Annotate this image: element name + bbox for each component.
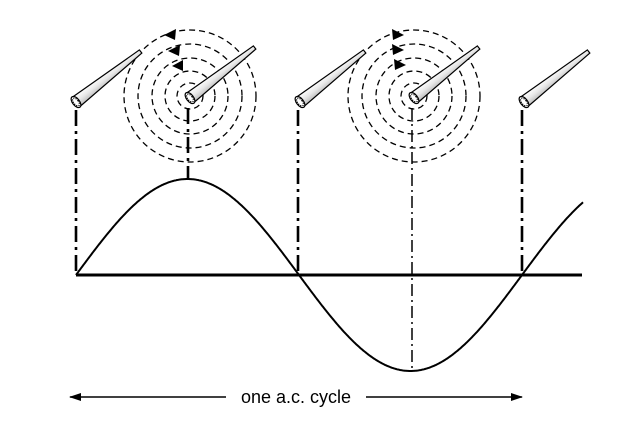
counterclockwise-arrow-icon: [168, 45, 180, 56]
field-direction-arrows-right: [392, 29, 406, 70]
sine-waveform: [75, 178, 584, 372]
field-ring: [176, 82, 204, 110]
wire-strands: [295, 97, 305, 107]
wire-strands: [185, 93, 195, 103]
conductor-phase-360: [518, 49, 591, 109]
field-ring: [164, 70, 216, 122]
conductor-phase-270: [408, 45, 481, 105]
clockwise-arrow-icon: [392, 44, 404, 55]
wire-insulation: [185, 45, 257, 104]
wire-insulation: [519, 49, 591, 108]
field-ring: [375, 57, 453, 135]
field-ring: [151, 57, 229, 135]
field-ring: [361, 43, 467, 149]
field-ring: [400, 82, 428, 110]
counterclockwise-arrow-icon: [172, 60, 183, 71]
magnetic-field-left: [123, 29, 257, 163]
field-direction-arrows-left: [164, 29, 183, 71]
conductor-phase-180: [294, 49, 367, 109]
field-ring: [123, 29, 257, 163]
field-ring: [388, 70, 440, 122]
field-ring: [137, 43, 243, 149]
phase-guides: [74, 108, 524, 275]
magnetic-field-right: [347, 29, 481, 163]
clockwise-arrow-icon: [392, 29, 404, 40]
wire-insulation: [409, 45, 481, 104]
counterclockwise-arrow-icon: [164, 29, 176, 40]
wire-insulation: [295, 49, 367, 108]
wire-strands: [409, 93, 419, 103]
conductor-phase-0: [70, 49, 143, 109]
field-ring: [347, 29, 481, 163]
wire-strands: [71, 97, 81, 107]
clockwise-arrow-icon: [394, 59, 406, 70]
conductor-phase-90: [184, 45, 257, 105]
cycle-caption: one a.c. cycle: [241, 387, 351, 407]
wire-insulation: [71, 49, 143, 108]
wire-strands: [519, 97, 529, 107]
